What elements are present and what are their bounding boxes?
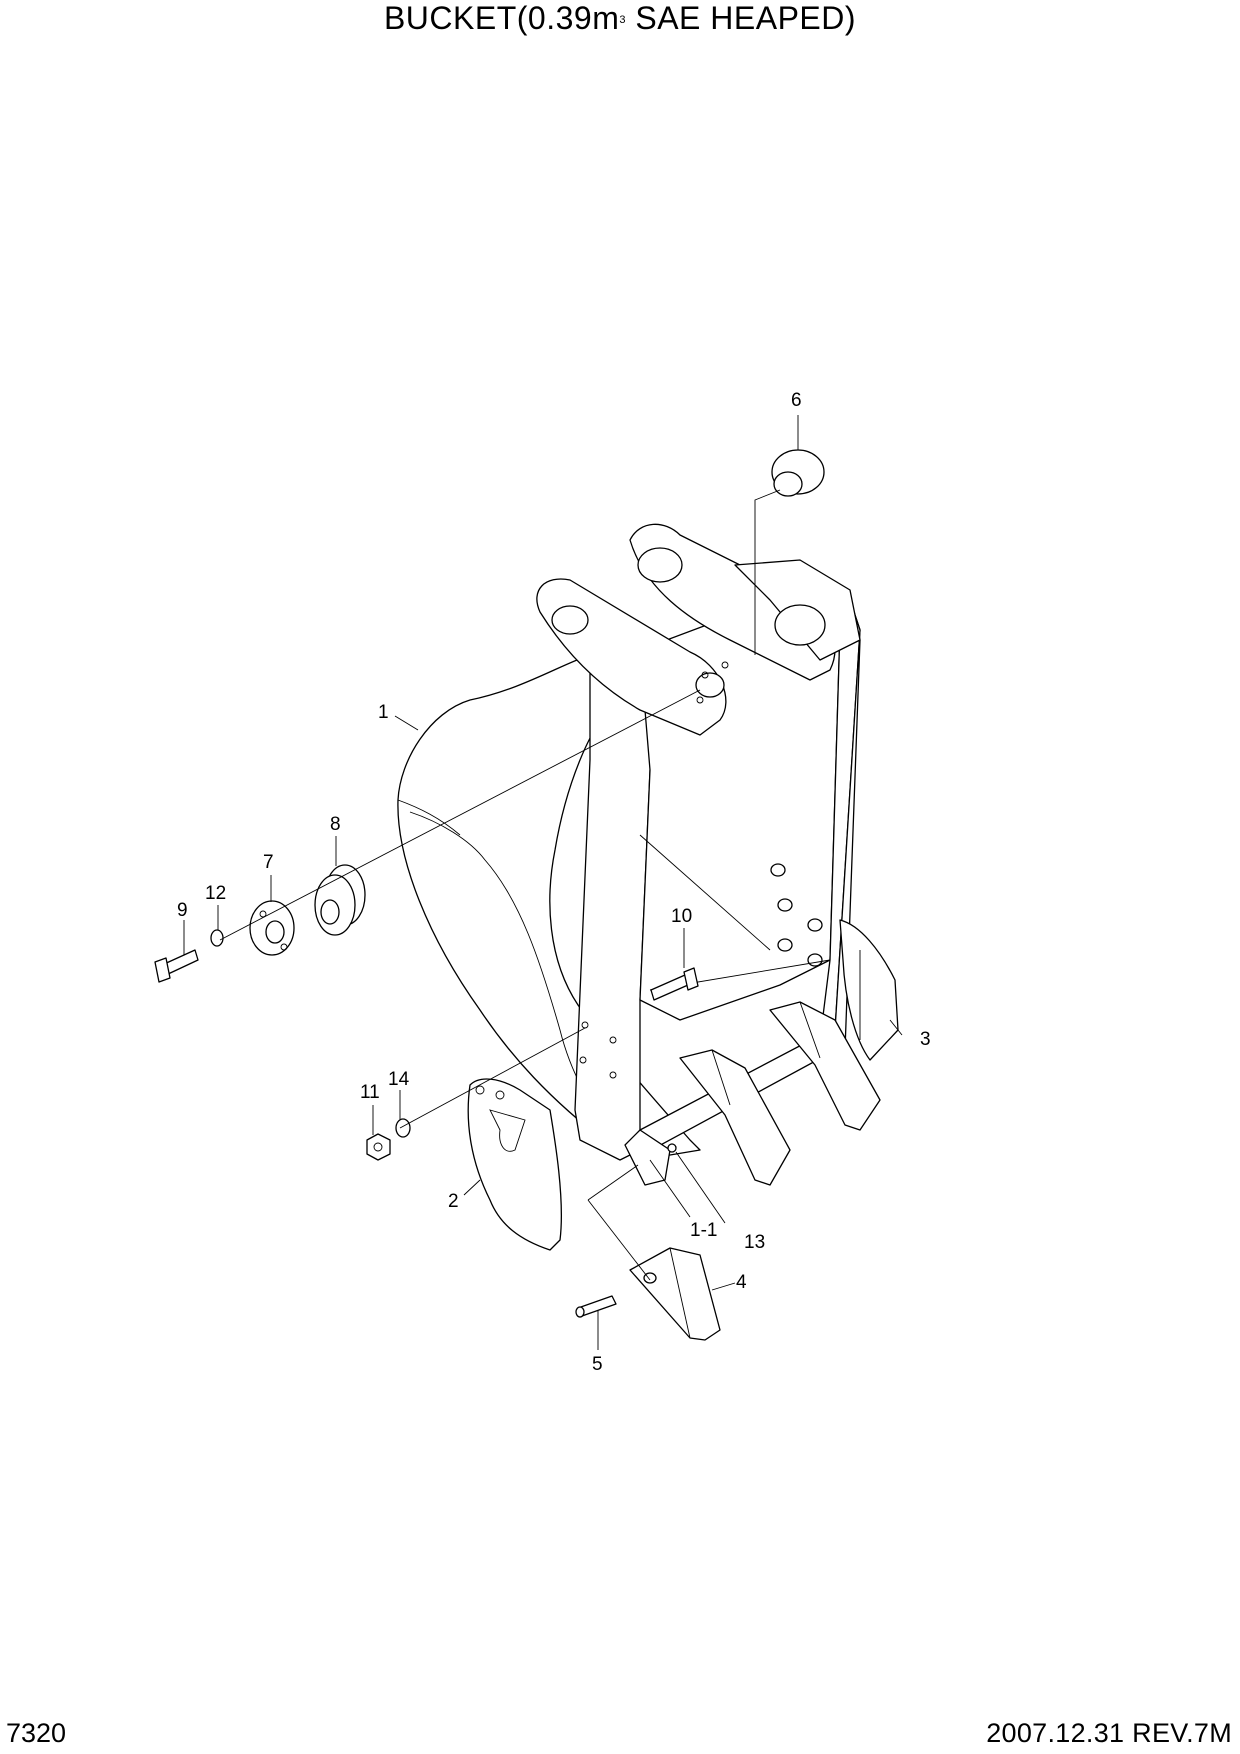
side-cutter-left — [467, 1078, 562, 1251]
boss-spacer — [314, 864, 366, 936]
tooth-2 — [769, 1001, 881, 1131]
revision-label: 2007.12.31 REV.7M — [986, 1718, 1232, 1748]
callout-1: 1 — [378, 702, 389, 723]
callout-1-1: 1-1 — [690, 1220, 717, 1241]
title-superscript: 3 — [619, 14, 626, 26]
callout-8: 8 — [330, 814, 341, 835]
callout-13: 13 — [744, 1232, 765, 1253]
boss-hole-2 — [637, 547, 683, 583]
callout-7: 7 — [263, 852, 274, 873]
callout-12: 12 — [205, 883, 226, 904]
side-bolt-holes — [579, 863, 823, 1079]
callout-5: 5 — [592, 1354, 603, 1375]
callout-6: 6 — [791, 390, 802, 411]
tooth-1 — [679, 1049, 791, 1186]
title-suffix: SAE HEAPED) — [625, 0, 857, 36]
callout-10: 10 — [671, 906, 692, 927]
boss-hole-4 — [695, 672, 725, 698]
callout-3: 3 — [920, 1029, 931, 1050]
bucket-shell — [397, 654, 701, 1161]
washer-12 — [210, 929, 224, 947]
boss-hole-1 — [551, 605, 589, 635]
page-title: BUCKET(0.39m3 SAE HEAPED) — [0, 0, 1240, 36]
washer-plate — [249, 900, 295, 956]
boss-hole-3 — [774, 604, 826, 646]
washer-14 — [395, 1118, 411, 1138]
bolt-10 — [650, 967, 699, 1001]
page-number: 7320 — [6, 1718, 67, 1748]
tooth-adapter — [624, 1129, 671, 1186]
nut-11 — [366, 1133, 391, 1161]
bushing — [771, 449, 825, 497]
callout-labels: 6 1 8 7 12 9 10 3 11 14 2 1-1 13 4 5 — [177, 390, 931, 1375]
callout-14: 14 — [388, 1069, 410, 1090]
bolt-13 — [667, 1143, 677, 1153]
bucket-body — [397, 523, 861, 1186]
side-cutter-right — [839, 919, 899, 1061]
title-prefix: BUCKET(0.39m — [383, 0, 620, 36]
callout-9: 9 — [177, 900, 188, 921]
callout-4: 4 — [736, 1272, 747, 1293]
bolt-9 — [154, 949, 199, 983]
loose-tooth — [629, 1247, 721, 1341]
callout-2: 2 — [448, 1191, 459, 1212]
bucket-teeth — [679, 1001, 881, 1186]
leader-lines — [183, 415, 903, 1350]
callout-11: 11 — [360, 1082, 380, 1103]
assembly-lines — [219, 489, 781, 1281]
